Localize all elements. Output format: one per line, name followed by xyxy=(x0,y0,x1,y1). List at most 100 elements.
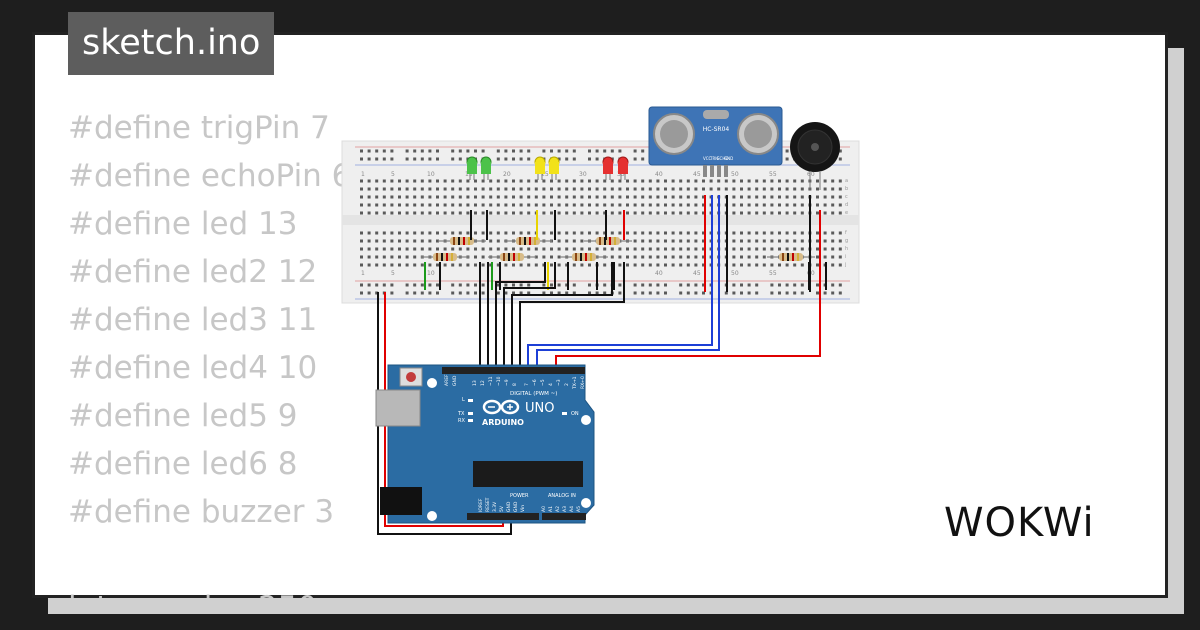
breadboard-hole xyxy=(436,211,439,215)
breadboard-hole xyxy=(838,239,842,243)
breadboard-hole xyxy=(436,195,439,199)
breadboard-hole xyxy=(641,195,645,199)
breadboard-hole xyxy=(398,203,401,207)
code-editor[interactable]: #define trigPin 7 #define echoPin 6 #def… xyxy=(68,104,351,598)
breadboard-hole xyxy=(679,211,683,215)
breadboard-hole xyxy=(671,263,675,267)
breadboard-hole xyxy=(793,247,797,251)
row-letter: c xyxy=(845,194,848,200)
breadboard-hole xyxy=(694,211,698,215)
column-number: 20 xyxy=(503,171,511,178)
row-letter: d xyxy=(845,202,848,208)
breadboard-hole xyxy=(626,211,629,215)
breadboard-hole xyxy=(565,157,569,161)
breadboard-hole xyxy=(360,283,363,287)
breadboard-hole xyxy=(656,231,660,235)
breadboard-hole xyxy=(679,263,683,267)
breadboard-hole xyxy=(588,179,591,183)
pin-label: RX←0 xyxy=(580,376,586,389)
breadboard-hole xyxy=(367,195,371,199)
breadboard-hole xyxy=(648,179,652,183)
resistors[interactable] xyxy=(421,237,815,261)
breadboard-hole xyxy=(648,239,652,243)
breadboard-hole xyxy=(740,283,743,287)
pin-label: 5V xyxy=(499,505,505,512)
led-red-1[interactable] xyxy=(602,156,614,180)
breadboard-hole xyxy=(382,149,386,153)
breadboard-hole xyxy=(527,149,531,153)
breadboard-hole xyxy=(466,231,470,235)
breadboard-hole xyxy=(367,157,371,161)
breadboard-hole xyxy=(664,283,667,287)
breadboard-hole xyxy=(519,231,523,235)
breadboard-hole xyxy=(778,187,781,191)
breadboard-hole xyxy=(428,179,432,183)
breadboard-hole xyxy=(474,149,477,153)
file-tab[interactable]: sketch.ino xyxy=(68,12,275,75)
pin-label: 7 xyxy=(524,383,530,386)
breadboard-hole xyxy=(405,195,409,199)
breadboard-hole xyxy=(367,255,371,259)
breadboard-hole xyxy=(831,255,835,259)
circuit-diagram[interactable]: 1 5 10 15 20 25 30 35 40 45 50 55 60 1 5… xyxy=(300,65,900,545)
led-green-1[interactable] xyxy=(466,156,478,180)
breadboard-hole xyxy=(519,179,523,183)
breadboard-hole xyxy=(664,247,667,251)
breadboard-hole xyxy=(504,291,508,295)
resistor-band xyxy=(468,237,470,245)
breadboard-hole xyxy=(451,231,455,235)
resistor-band xyxy=(590,253,592,261)
resistor-band xyxy=(519,237,521,245)
breadboard-hole xyxy=(367,283,371,287)
arduino-uno[interactable]: AREF GND 13 12 ~11 ~10 ~9 8 7 ~6 ~5 4 ~3… xyxy=(375,364,595,524)
breadboard-hole xyxy=(504,211,508,215)
breadboard-hole xyxy=(747,195,751,199)
led-yellow-1[interactable] xyxy=(534,156,546,180)
breadboard-hole xyxy=(572,179,576,183)
breadboard[interactable]: 1 5 10 15 20 25 30 35 40 45 50 55 60 1 5… xyxy=(341,140,860,304)
breadboard-hole xyxy=(831,187,835,191)
breadboard-hole xyxy=(451,283,455,287)
breadboard-hole xyxy=(458,283,462,287)
breadboard-hole xyxy=(770,211,774,215)
breadboard-hole xyxy=(466,195,470,199)
breadboard-hole xyxy=(481,203,485,207)
resistor-band xyxy=(580,253,582,261)
l-label: L xyxy=(462,397,465,403)
breadboard-hole xyxy=(580,247,584,251)
breadboard-hole xyxy=(405,247,409,251)
led-red-2[interactable] xyxy=(617,156,629,180)
breadboard-hole xyxy=(755,247,759,251)
breadboard-hole xyxy=(496,239,500,243)
breadboard-hole xyxy=(534,255,538,259)
wokwi-logo[interactable]: WOKWi xyxy=(944,500,1095,546)
breadboard-hole xyxy=(838,263,842,267)
resistor-band xyxy=(585,253,587,261)
breadboard-hole xyxy=(458,195,462,199)
breadboard-hole xyxy=(496,247,500,251)
breadboard-hole xyxy=(436,239,439,243)
breadboard-hole xyxy=(603,211,607,215)
led-green-2[interactable] xyxy=(480,156,492,180)
breadboard-hole xyxy=(823,203,827,207)
breadboard-hole xyxy=(489,247,493,251)
breadboard-hole xyxy=(831,263,835,267)
breadboard-hole xyxy=(633,203,637,207)
breadboard-hole xyxy=(831,195,835,199)
breadboard-hole xyxy=(481,149,485,153)
buzzer[interactable] xyxy=(790,122,840,190)
breadboard-hole xyxy=(778,211,781,215)
breadboard-hole xyxy=(390,187,394,191)
resistor-band xyxy=(458,237,460,245)
led-yellow-2[interactable] xyxy=(548,156,560,180)
breadboard-hole xyxy=(709,179,713,183)
row-letter: i xyxy=(845,254,846,260)
breadboard-hole xyxy=(694,231,698,235)
breadboard-hole xyxy=(679,255,683,259)
breadboard-hole xyxy=(458,247,462,251)
resistor-band xyxy=(609,237,611,245)
breadboard-hole xyxy=(633,157,637,161)
breadboard-hole xyxy=(702,203,705,207)
breadboard-hole xyxy=(785,157,789,161)
ultrasonic-sensor[interactable]: HC-SR04 VCC TRIG ECHO GND xyxy=(648,106,783,177)
